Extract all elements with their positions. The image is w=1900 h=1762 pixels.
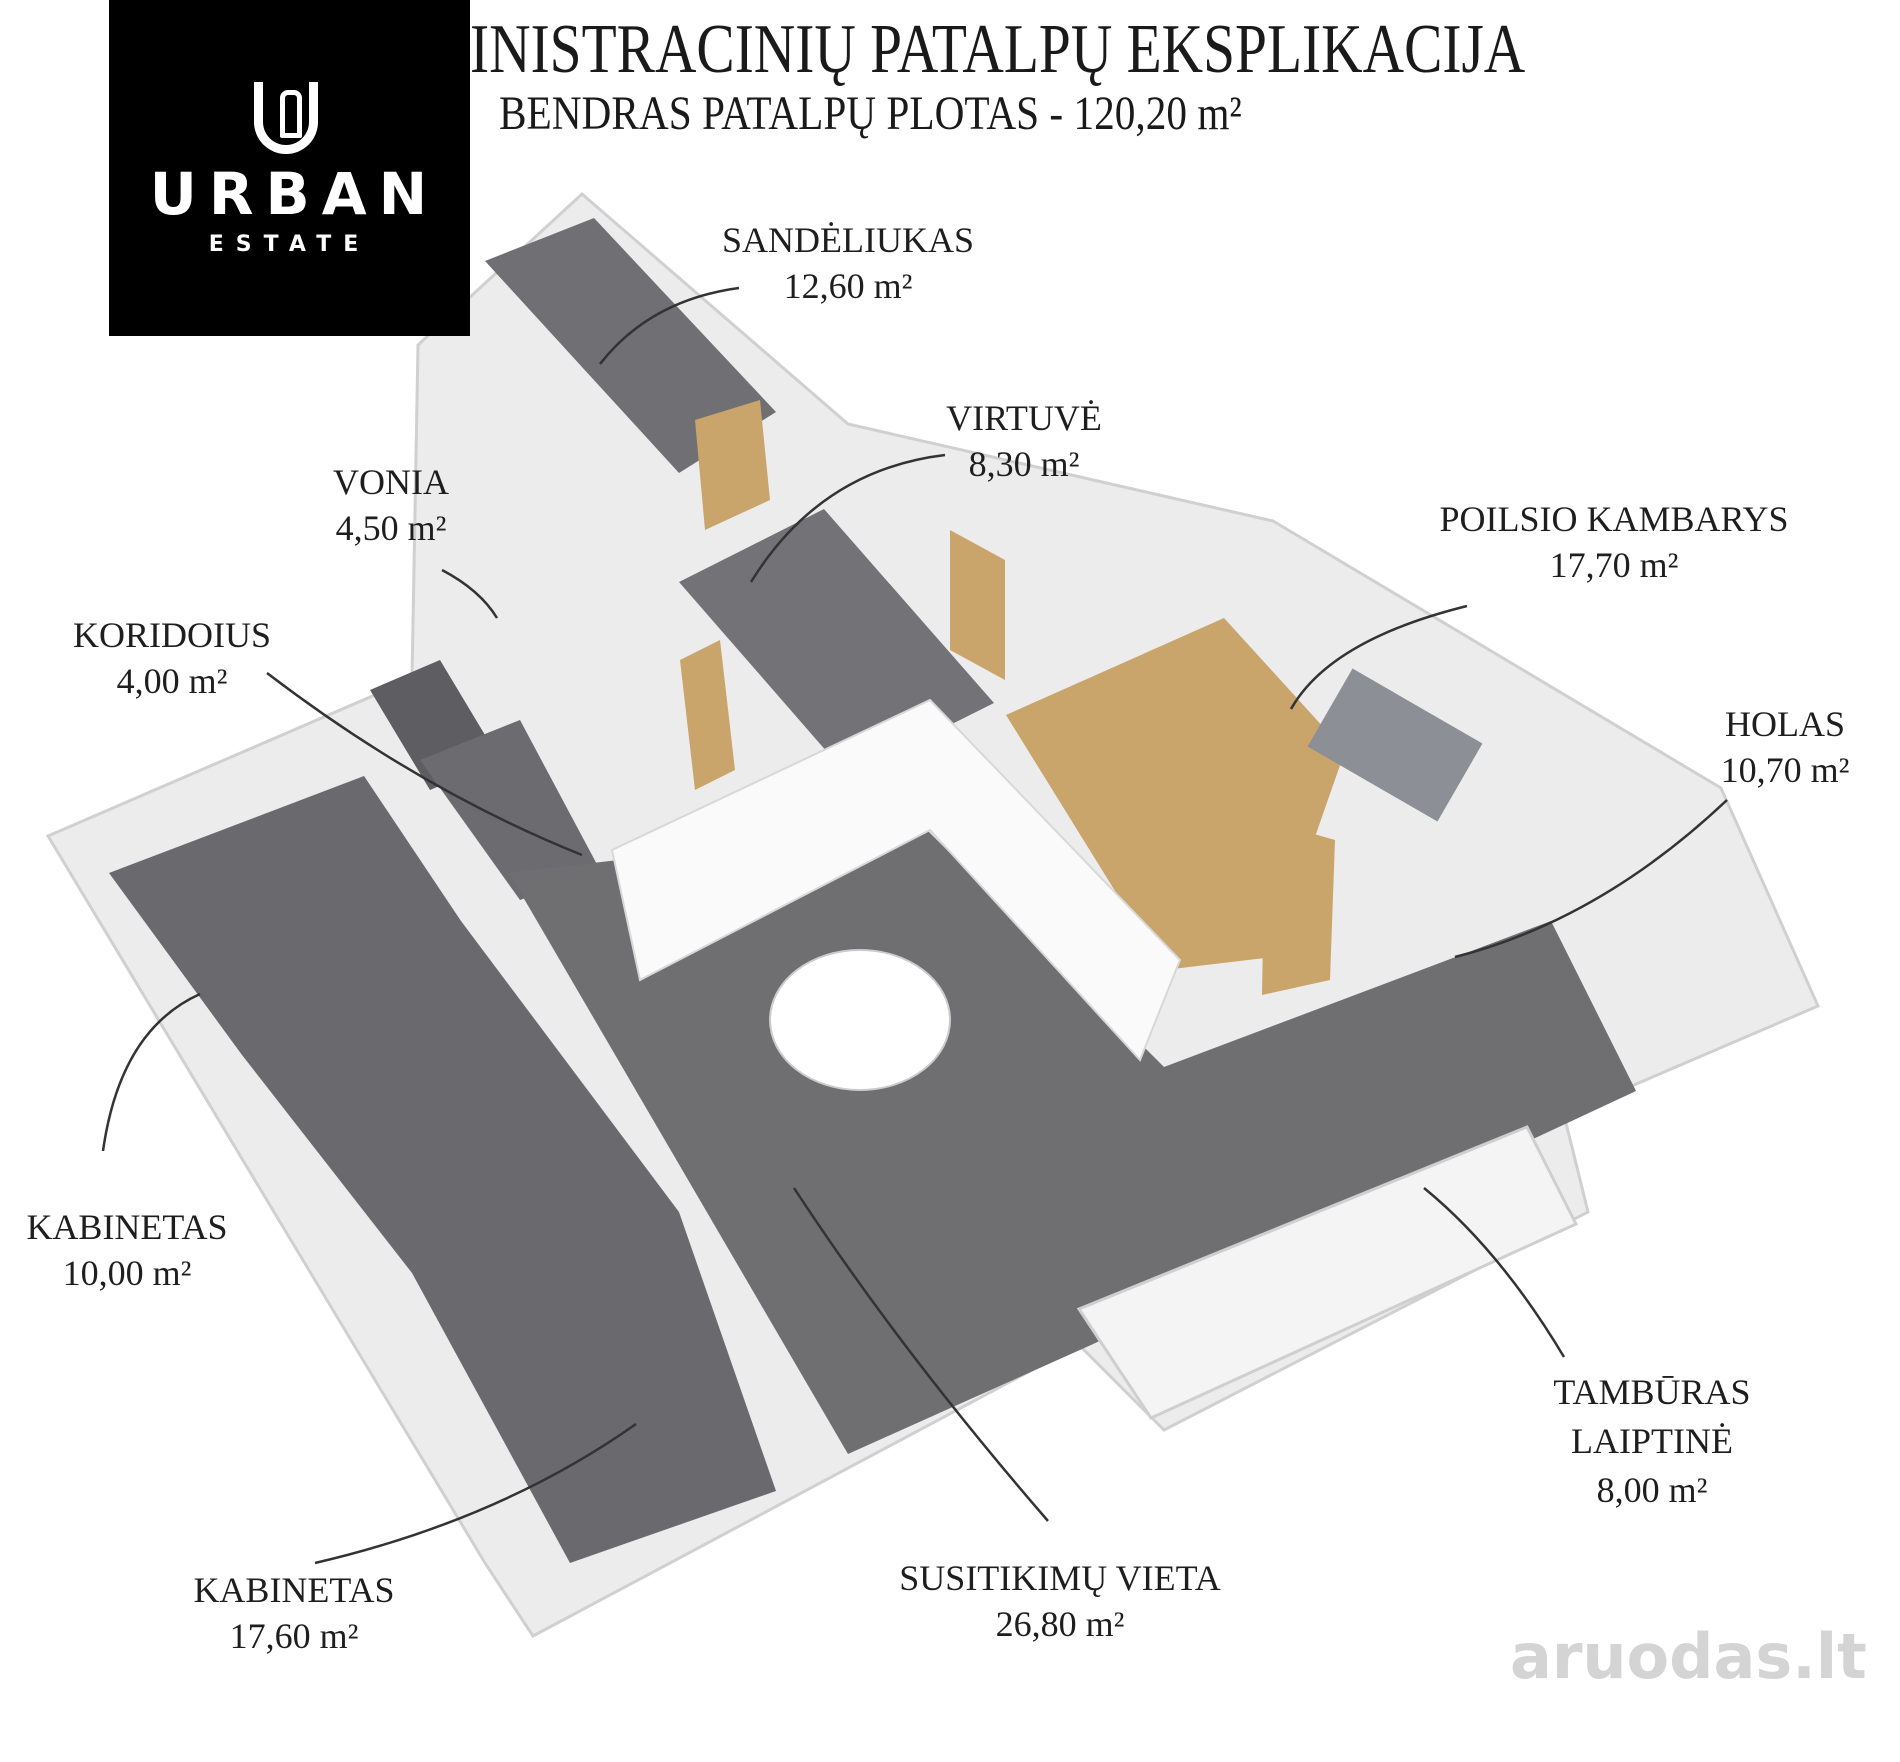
lounge-sofa xyxy=(1307,668,1483,822)
logo-word: URBAN xyxy=(149,160,440,228)
room-label-sandeliukas: SANDĖLIUKAS 12,60 m² xyxy=(722,217,974,309)
room-name: SUSITIKIMŲ VIETA xyxy=(899,1558,1221,1598)
room-name-2: LAIPTINĖ xyxy=(1571,1421,1733,1461)
door-leaf xyxy=(695,400,770,530)
corridor-floor xyxy=(420,720,600,900)
room-label-holas: HOLAS 10,70 m² xyxy=(1721,701,1850,793)
bookshelf-wall xyxy=(610,698,1182,1062)
room-name: VIRTUVĖ xyxy=(946,398,1102,438)
room-label-virtuve: VIRTUVĖ 8,30 m² xyxy=(946,395,1102,487)
room-name: SANDĖLIUKAS xyxy=(722,220,974,260)
office-floor xyxy=(109,776,776,1563)
room-area: 4,50 m² xyxy=(335,508,447,548)
stairs xyxy=(1076,1125,1579,1420)
room-label-kabinetas-17: KABINETAS 17,60 m² xyxy=(193,1567,394,1659)
room-label-tamburas: TAMBŪRAS LAIPTINĖ 8,00 m² xyxy=(1553,1368,1750,1515)
room-area: 4,00 m² xyxy=(116,661,228,701)
room-name: VONIA xyxy=(333,462,449,502)
keyhole-u-icon xyxy=(254,82,318,154)
room-name: KORIDOIUS xyxy=(73,615,271,655)
room-area: 26,80 m² xyxy=(995,1604,1125,1644)
door-leaf xyxy=(680,640,735,790)
room-area: 12,60 m² xyxy=(783,266,913,306)
urban-estate-logo: URBAN ESTATE xyxy=(109,0,470,336)
room-name: HOLAS xyxy=(1724,704,1846,744)
room-area: 17,60 m² xyxy=(229,1616,359,1656)
total-area-subtitle: BENDRAS PATALPŲ PLOTAS - 120,20 m² xyxy=(499,87,1242,140)
aruodas-watermark: aruodas.lt xyxy=(1510,1620,1867,1693)
room-area: 8,30 m² xyxy=(968,444,1080,484)
room-name: TAMBŪRAS xyxy=(1553,1372,1751,1412)
room-name: KABINETAS xyxy=(26,1207,228,1247)
room-label-koridoius: KORIDOIUS 4,00 m² xyxy=(73,612,271,704)
storage-floor xyxy=(485,218,776,473)
room-label-susitikimu-vieta: SUSITIKIMŲ VIETA 26,80 m² xyxy=(899,1555,1220,1647)
room-name: KABINETAS xyxy=(193,1570,395,1610)
room-area: 17,70 m² xyxy=(1549,545,1679,585)
room-name: POILSIO KAMBARYS xyxy=(1439,499,1789,539)
meeting-table xyxy=(769,949,951,1091)
lounge-wood-floor xyxy=(1006,618,1345,970)
door-leaf xyxy=(950,530,1005,680)
room-area: 8,00 m² xyxy=(1596,1470,1708,1510)
door-leaf xyxy=(1262,820,1335,995)
page-title: INISTRACINIŲ PATALPŲ EKSPLIKACIJA xyxy=(470,11,1526,88)
room-area: 10,70 m² xyxy=(1720,750,1850,790)
room-label-kabinetas-10: KABINETAS 10,00 m² xyxy=(26,1204,227,1296)
leader-lines xyxy=(101,286,1728,1565)
room-label-poilsio-kambarys: POILSIO KAMBARYS 17,70 m² xyxy=(1439,496,1788,588)
logo-subword: ESTATE xyxy=(208,232,371,257)
room-area: 10,00 m² xyxy=(62,1253,192,1293)
room-label-vonia: VONIA 4,50 m² xyxy=(333,459,449,551)
